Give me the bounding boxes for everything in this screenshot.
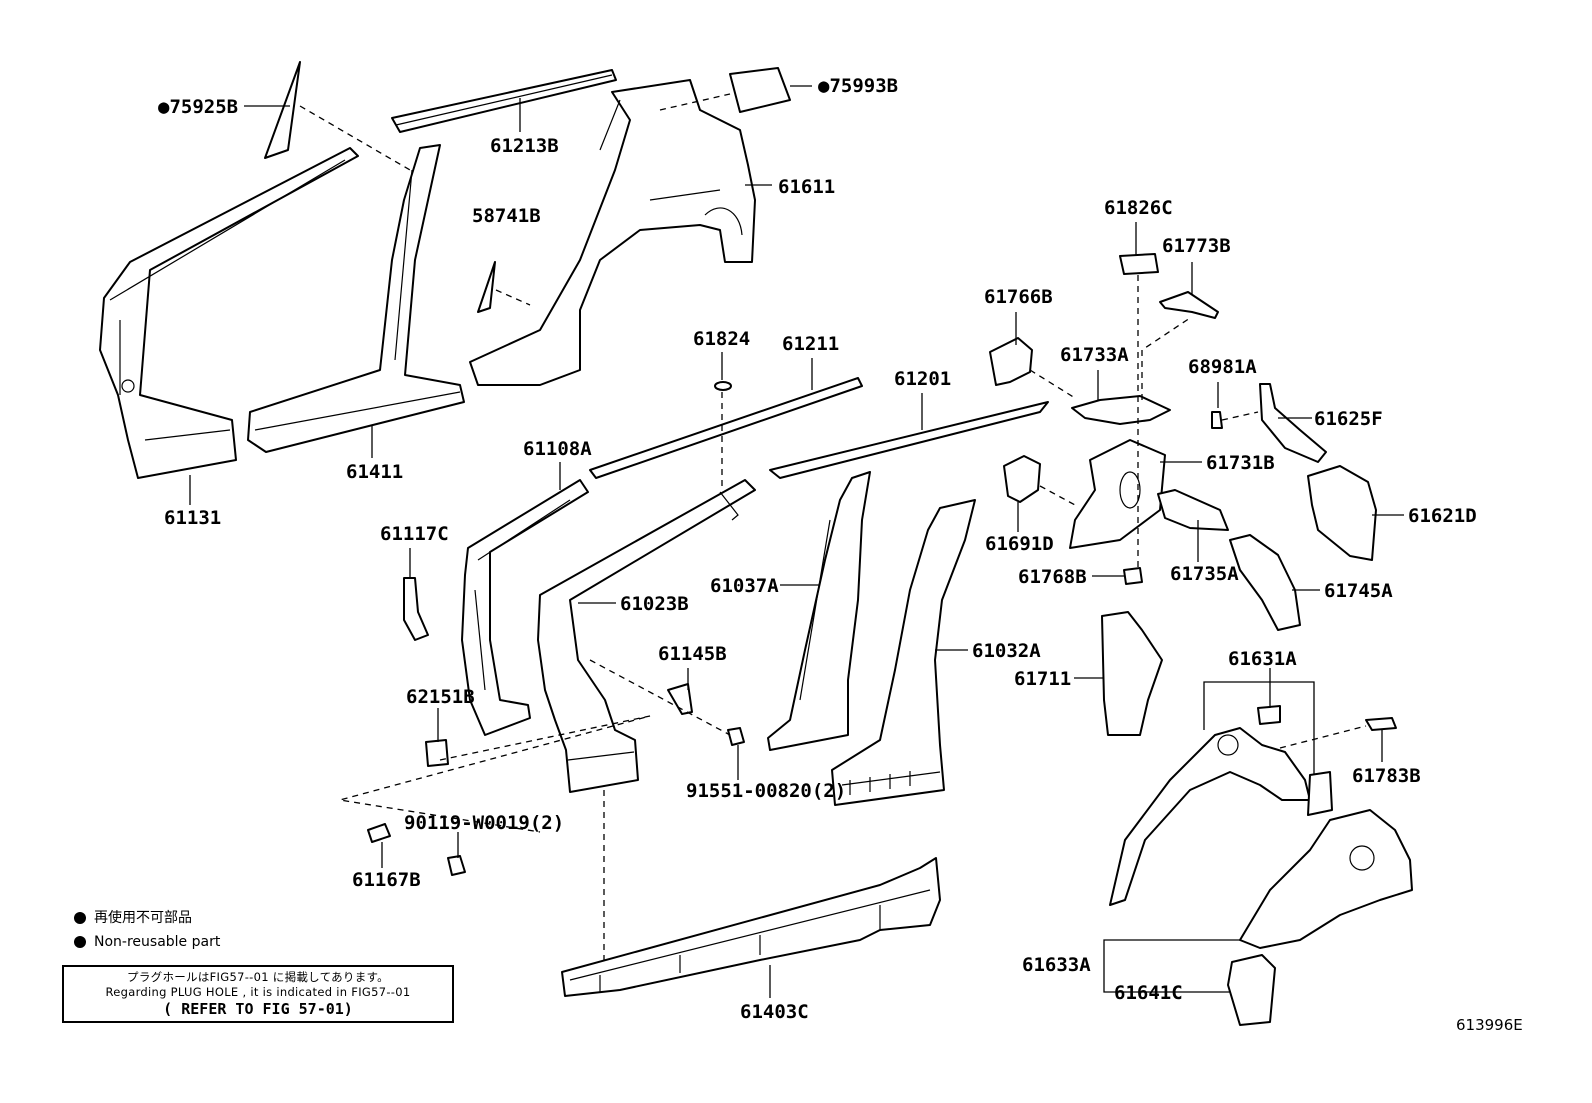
part-61731B	[1069, 439, 1166, 549]
label-61131: 61131	[164, 507, 221, 529]
label-61167B: 61167B	[352, 869, 421, 891]
label-61766B: 61766B	[984, 286, 1053, 308]
non-reusable-dot-icon	[74, 912, 86, 924]
part-61108A	[461, 479, 589, 736]
part-68981A	[1211, 411, 1223, 429]
part-62151B	[425, 739, 449, 767]
part-61768B	[1123, 567, 1143, 585]
part-75925B	[264, 61, 301, 159]
part-61403C	[561, 857, 941, 997]
part-90119-bolt	[447, 855, 466, 876]
part-61691D	[1003, 455, 1041, 503]
label-61773B: 61773B	[1162, 235, 1231, 257]
figure-id: 613996E	[1456, 1016, 1523, 1034]
part-61611	[469, 79, 756, 386]
leader-lines	[189, 85, 1404, 998]
part-61711	[1101, 611, 1163, 736]
part-61824	[714, 381, 732, 391]
label-61783B: 61783B	[1352, 765, 1421, 787]
part-61023B	[537, 479, 756, 793]
part-61783B	[1365, 717, 1397, 731]
label-61032A: 61032A	[972, 640, 1041, 662]
part-61211	[589, 377, 863, 479]
part-61633A	[1239, 809, 1413, 949]
label-61037A: 61037A	[710, 575, 779, 597]
part-61201	[769, 401, 1049, 479]
label-61611: 61611	[778, 176, 835, 198]
part-61117C	[403, 577, 429, 641]
label-75993B: ●75993B	[818, 75, 898, 97]
note-line-3: ( REFER TO FIG 57-01)	[163, 1000, 353, 1018]
part-61826C	[1119, 253, 1159, 275]
legend-row-jp: 再使用不可部品	[74, 906, 220, 930]
part-75993B	[729, 67, 791, 113]
label-58741B: 58741B	[472, 205, 541, 227]
part-61631A	[1109, 727, 1311, 906]
label-61731B: 61731B	[1206, 452, 1275, 474]
part-91551-bolt	[727, 727, 745, 746]
part-labels: ●75925B 61213B ●75993B 61611 58741B 6113…	[158, 75, 1477, 1023]
label-61735A: 61735A	[1170, 563, 1239, 585]
non-reusable-dot-icon	[74, 936, 86, 948]
part-61631A-clip	[1257, 705, 1281, 725]
label-62151B: 62151B	[406, 686, 475, 708]
part-61411	[247, 144, 465, 453]
label-61826C: 61826C	[1104, 197, 1173, 219]
legend: 再使用不可部品 Non-reusable part	[74, 906, 220, 954]
part-58741B	[477, 261, 496, 313]
label-61633A: 61633A	[1022, 954, 1091, 976]
part-61037A	[767, 471, 871, 751]
part-61213B	[391, 69, 617, 133]
note-line-1: プラグホールはFIG57--01 に掲載してあります。	[127, 970, 389, 984]
label-61691D: 61691D	[985, 533, 1054, 555]
part-61773B	[1159, 291, 1219, 319]
label-61621D: 61621D	[1408, 505, 1477, 527]
part-61631A-bracket	[1307, 771, 1333, 816]
label-61201: 61201	[894, 368, 951, 390]
label-61631A: 61631A	[1228, 648, 1297, 670]
label-61023B: 61023B	[620, 593, 689, 615]
label-61824: 61824	[693, 328, 750, 350]
dashed-lines	[299, 93, 1367, 960]
part-61735A	[1157, 489, 1229, 531]
part-61641C	[1227, 954, 1276, 1026]
part-61032A	[831, 499, 976, 806]
part-61733A	[1071, 395, 1171, 425]
label-61213B: 61213B	[490, 135, 559, 157]
label-61733A: 61733A	[1060, 344, 1129, 366]
part-61621D	[1307, 465, 1377, 561]
part-61145B	[667, 683, 693, 715]
part-61766B	[989, 337, 1033, 386]
part-61167B	[367, 823, 391, 843]
label-61625F: 61625F	[1314, 408, 1383, 430]
part-61131	[99, 147, 359, 479]
label-75925B: ●75925B	[158, 96, 238, 118]
part-61745A	[1229, 534, 1301, 631]
label-61145B: 61145B	[658, 643, 727, 665]
label-61403C: 61403C	[740, 1001, 809, 1023]
label-61117C: 61117C	[380, 523, 449, 545]
label-61768B: 61768B	[1018, 566, 1087, 588]
legend-jp-text: 再使用不可部品	[94, 910, 192, 926]
label-90119: 90119-W0019(2)	[404, 812, 564, 834]
legend-row-en: Non-reusable part	[74, 930, 220, 954]
label-91551: 91551-00820(2)	[686, 780, 846, 802]
label-68981A: 68981A	[1188, 356, 1257, 378]
label-61411: 61411	[346, 461, 403, 483]
legend-en-text: Non-reusable part	[94, 934, 221, 950]
note-line-2: Regarding PLUG HOLE , it is indicated in…	[105, 985, 411, 999]
label-61211: 61211	[782, 333, 839, 355]
label-61745A: 61745A	[1324, 580, 1393, 602]
label-61641C: 61641C	[1114, 982, 1183, 1004]
plug-hole-note: プラグホールはFIG57--01 に掲載してあります。 Regarding PL…	[62, 965, 454, 1023]
label-61711: 61711	[1014, 668, 1071, 690]
part-61625F	[1259, 383, 1327, 463]
label-61108A: 61108A	[523, 438, 592, 460]
